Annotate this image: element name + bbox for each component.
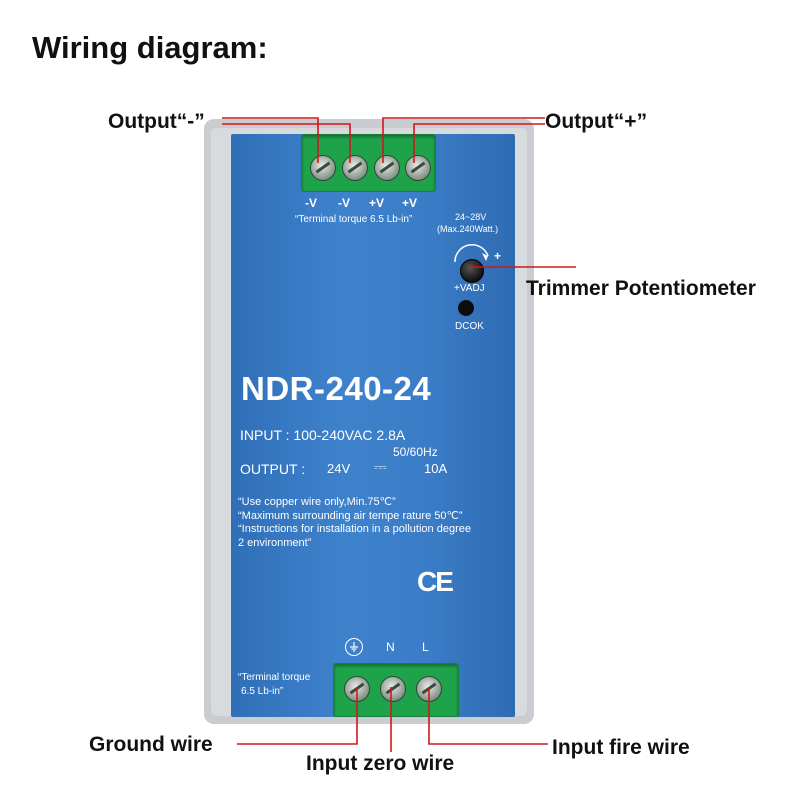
- terminal-screw-icon: [416, 676, 442, 702]
- callout-input-fire-wire: Input fire wire: [552, 736, 690, 759]
- trimmer-knob[interactable]: [460, 259, 484, 283]
- dc-symbol-icon: ⎓: [374, 459, 387, 476]
- terminal-screw-icon: [374, 155, 400, 181]
- bottom-terminal-torque: “Terminal torque: [238, 672, 311, 683]
- pin-label-minus-v: -V: [305, 196, 317, 210]
- note-line: “Maximum surrounding air tempe rature 50…: [238, 510, 463, 522]
- callout-input-zero-wire: Input zero wire: [306, 752, 455, 775]
- dcok-led: [458, 300, 474, 316]
- terminal-screw-icon: [344, 676, 370, 702]
- input-frequency: 50/60Hz: [393, 445, 438, 459]
- vadj-label: +VADJ: [454, 283, 485, 294]
- input-spec: INPUT : 100-240VAC 2.8A: [240, 427, 406, 443]
- note-line: “Use copper wire only,Min.75℃”: [238, 496, 396, 508]
- callout-ground-wire: Ground wire: [89, 733, 213, 756]
- terminal-screw-icon: [342, 155, 368, 181]
- model-number: NDR-240-24: [241, 370, 432, 407]
- output-voltage: 24V: [327, 461, 351, 476]
- output-label: OUTPUT :: [240, 461, 306, 477]
- note-line: “Instructions for installation in a poll…: [238, 523, 471, 535]
- top-terminal-torque: “Terminal torque 6.5 Lb-in”: [295, 214, 413, 225]
- callout-output-minus: Output“-”: [108, 110, 205, 133]
- ground-symbol-icon: [345, 638, 363, 656]
- pin-label-l: L: [422, 640, 429, 654]
- output-current: 10A: [424, 461, 448, 476]
- max-watt: (Max.240Watt.): [437, 224, 499, 234]
- page-title: Wiring diagram:: [32, 30, 268, 65]
- bottom-terminal-torque: 6.5 Lb-in”: [241, 686, 284, 697]
- plus-sign: +: [494, 249, 502, 263]
- pin-label-plus-v: +V: [369, 196, 385, 210]
- ce-mark-icon: CE: [417, 566, 454, 597]
- terminal-screw-icon: [405, 155, 431, 181]
- callout-trimmer-potentiometer: Trimmer Potentiometer: [526, 277, 756, 300]
- terminal-screw-icon: [380, 676, 406, 702]
- dcok-label: DCOK: [455, 321, 484, 332]
- pin-label-plus-v: +V: [402, 196, 418, 210]
- callout-output-plus: Output“+”: [545, 110, 648, 133]
- terminal-screw-icon: [310, 155, 336, 181]
- voltage-range: 24~28V: [455, 212, 487, 222]
- front-panel: [231, 134, 515, 717]
- pin-label-minus-v: -V: [338, 196, 350, 210]
- pin-label-n: N: [386, 640, 395, 654]
- note-line: 2 environment”: [238, 537, 312, 549]
